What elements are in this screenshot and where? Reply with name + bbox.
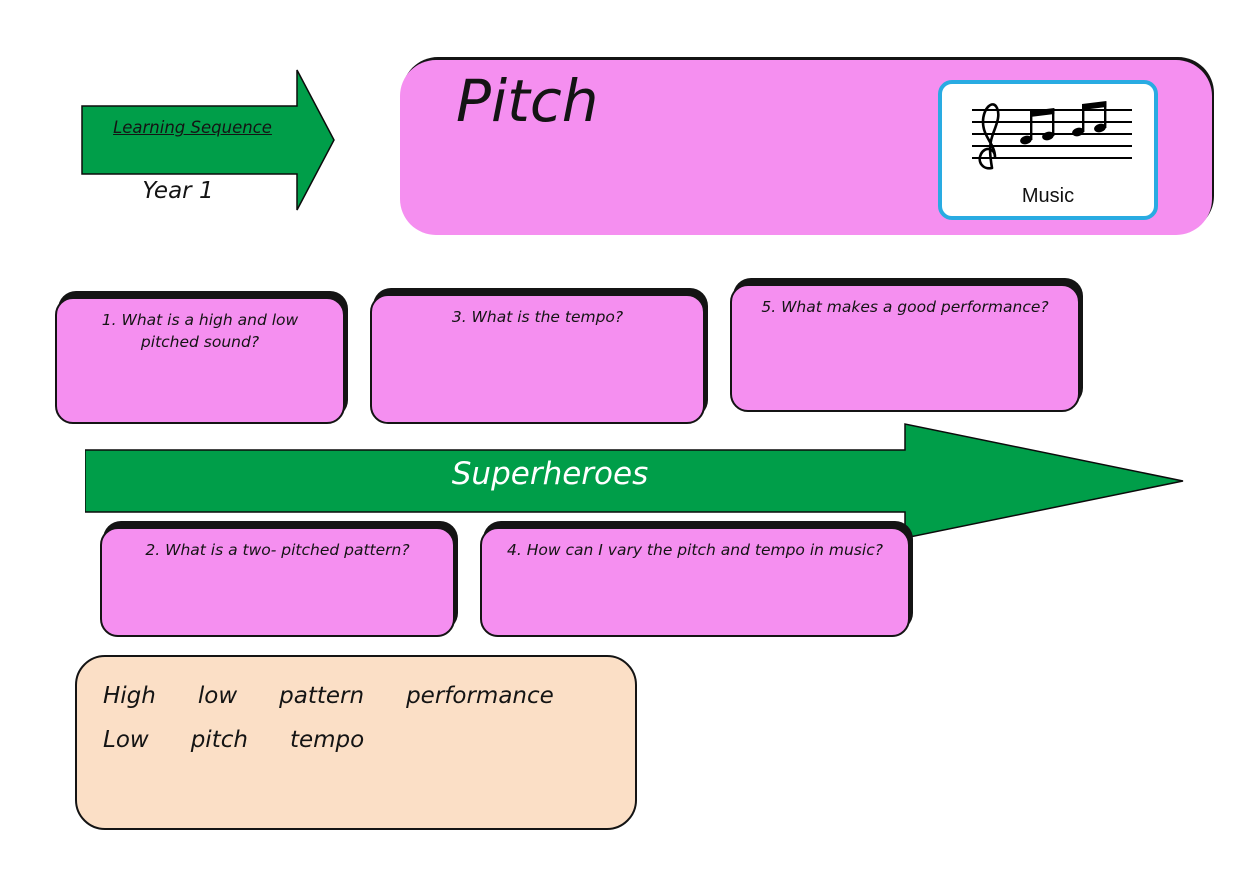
- theme-arrow: [85, 423, 1184, 539]
- question-card-4: 4. How can I vary the pitch and tempo in…: [480, 527, 910, 637]
- question-card-1: 1. What is a high and low pitched sound?: [55, 297, 345, 424]
- theme-label: Superheroes: [451, 456, 649, 492]
- vocab-word: tempo: [289, 727, 365, 753]
- vocabulary-row-1: High low pattern performance: [103, 683, 625, 709]
- learning-sequence-arrow: [81, 69, 335, 211]
- year-label: Year 1: [142, 178, 214, 204]
- vocabulary-row-2: Low pitch tempo: [103, 727, 625, 753]
- vocab-word: performance: [406, 683, 554, 709]
- question-card-3: 3. What is the tempo?: [370, 294, 705, 424]
- vocabulary-box: High low pattern performance Low pitch t…: [75, 655, 637, 830]
- vocab-word: High: [103, 683, 156, 709]
- vocab-word: pitch: [190, 727, 248, 753]
- question-text-3: 3. What is the tempo?: [451, 308, 624, 326]
- music-notes-icon: [972, 101, 1132, 170]
- vocab-word: low: [197, 683, 238, 709]
- question-card-2: 2. What is a two- pitched pattern?: [100, 527, 455, 637]
- question-text-1: 1. What is a high and low pitched sound?: [101, 311, 299, 352]
- beamed-notes-icon: [1020, 101, 1107, 145]
- vocab-word: pattern: [279, 683, 365, 709]
- subject-label: Music: [1021, 185, 1075, 207]
- learning-sequence-label: Learning Sequence: [113, 118, 272, 137]
- question-text-5: 5. What makes a good performance?: [761, 298, 1049, 316]
- question-text-2: 2. What is a two- pitched pattern?: [145, 541, 410, 559]
- question-text-4: 4. How can I vary the pitch and tempo in…: [507, 541, 883, 559]
- topic-header: Pitch: [400, 60, 1212, 235]
- subject-card: Music: [938, 80, 1158, 220]
- topic-title: Pitch: [456, 67, 599, 135]
- vocab-word: Low: [103, 727, 149, 753]
- question-card-5: 5. What makes a good performance?: [730, 284, 1080, 412]
- treble-clef-icon: [978, 103, 1000, 170]
